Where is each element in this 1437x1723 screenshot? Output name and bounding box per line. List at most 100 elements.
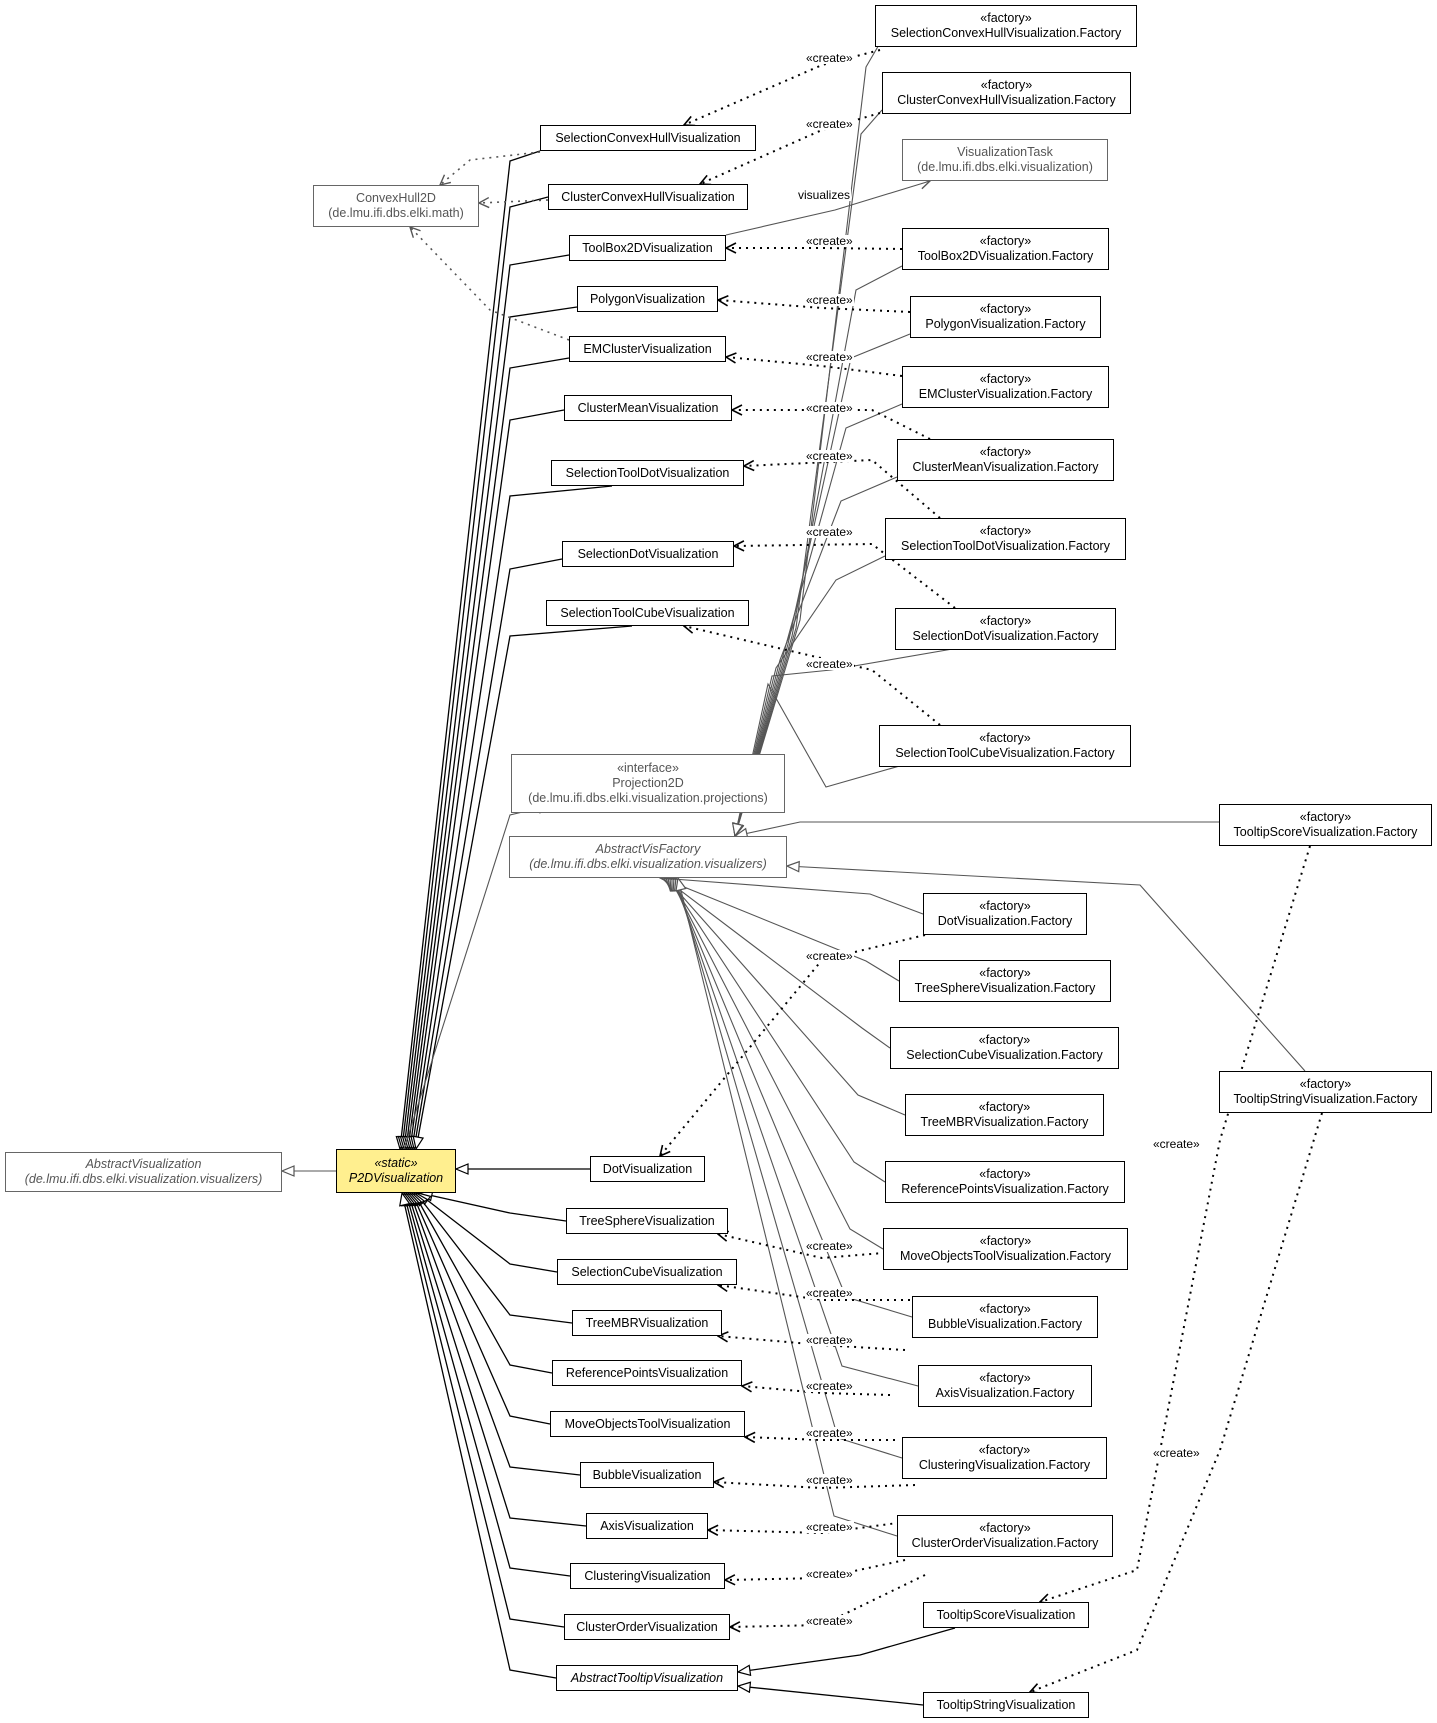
class-selection-convex-hull-visualization[interactable]: SelectionConvexHullVisualization (540, 125, 756, 151)
class-cluster-order-visualization[interactable]: ClusterOrderVisualization (564, 1614, 730, 1640)
class-tooltip-score-visualization[interactable]: TooltipScoreVisualization (923, 1602, 1089, 1628)
class-name: AbstractTooltipVisualization (570, 1670, 724, 1685)
class-clustering-visualization[interactable]: ClusteringVisualization (570, 1563, 725, 1589)
factory-reference-points[interactable]: «factory» ReferencePointsVisualization.F… (885, 1161, 1125, 1203)
generalization-edge (735, 476, 898, 836)
class-name: ToolBox2DVisualization (582, 240, 713, 255)
generalization-edge (404, 254, 570, 1149)
class-bubble-visualization[interactable]: BubbleVisualization (580, 1462, 714, 1488)
create-label: «create» (805, 293, 854, 307)
generalization-edge (678, 878, 898, 1537)
create-label: «create» (805, 1614, 854, 1628)
factory-cluster-order[interactable]: «factory» ClusterOrderVisualization.Fact… (897, 1515, 1113, 1557)
generalization-edge (660, 878, 924, 915)
class-selection-dot-visualization[interactable]: SelectionDotVisualization (562, 541, 734, 567)
class-selection-cube-visualization[interactable]: SelectionCubeVisualization (557, 1259, 737, 1285)
create-label: «create» (805, 1379, 854, 1393)
factory-name: TreeSphereVisualization.Factory (914, 981, 1096, 995)
generalization-edge (735, 42, 881, 836)
factory-dot[interactable]: «factory» DotVisualization.Factory (923, 893, 1087, 935)
factory-tooltip-string[interactable]: «factory» TooltipStringVisualization.Fac… (1219, 1071, 1432, 1113)
create-dependency-edge (732, 410, 931, 440)
factory-selection-dot[interactable]: «factory» SelectionDotVisualization.Fact… (895, 608, 1116, 650)
create-label: «create» (1152, 1446, 1201, 1460)
factory-cluster-convex-hull[interactable]: «factory» ClusterConvexHullVisualization… (882, 72, 1131, 114)
class-selection-tool-dot-visualization[interactable]: SelectionToolDotVisualization (551, 460, 744, 486)
class-cluster-convex-hull-visualization[interactable]: ClusterConvexHullVisualization (548, 184, 748, 210)
class-package: (de.lmu.ifi.dbs.elki.visualization.visua… (529, 857, 767, 871)
class-reference-points-visualization[interactable]: ReferencePointsVisualization (552, 1360, 742, 1386)
class-p2d-visualization[interactable]: «static» P2DVisualization (336, 1149, 456, 1193)
class-cluster-mean-visualization[interactable]: ClusterMeanVisualization (564, 395, 732, 421)
create-label: «create» (805, 51, 854, 65)
factory-stereotype: «factory» (1299, 810, 1352, 824)
create-label: «create» (805, 949, 854, 963)
class-name: DotVisualization (602, 1161, 693, 1176)
class-name: Projection2D (612, 776, 684, 790)
class-dot-visualization[interactable]: DotVisualization (590, 1156, 705, 1182)
class-tooltip-string-visualization[interactable]: TooltipStringVisualization (923, 1692, 1089, 1718)
class-polygon-visualization[interactable]: PolygonVisualization (577, 286, 718, 312)
generalization-edge (408, 1193, 587, 1527)
class-convex-hull-2d[interactable]: ConvexHull2D (de.lmu.ifi.dbs.elki.math) (313, 185, 479, 227)
factory-name: ClusterConvexHullVisualization.Factory (897, 93, 1116, 107)
class-toolbox2d-visualization[interactable]: ToolBox2DVisualization (569, 235, 726, 261)
create-label: «create» (805, 1333, 854, 1347)
factory-selection-cube[interactable]: «factory» SelectionCubeVisualization.Fac… (890, 1027, 1119, 1069)
class-selection-tool-cube-visualization[interactable]: SelectionToolCubeVisualization (546, 600, 749, 626)
factory-cluster-mean[interactable]: «factory» ClusterMeanVisualization.Facto… (897, 439, 1114, 481)
class-axis-visualization[interactable]: AxisVisualization (586, 1513, 708, 1539)
class-tree-sphere-visualization[interactable]: TreeSphereVisualization (566, 1208, 728, 1234)
generalization-edge (408, 357, 570, 1149)
create-label: «create» (805, 350, 854, 364)
factory-tree-sphere[interactable]: «factory» TreeSphereVisualization.Factor… (899, 960, 1111, 1002)
class-package: (de.lmu.ifi.dbs.elki.math) (328, 206, 464, 220)
class-abstract-tooltip-visualization[interactable]: AbstractTooltipVisualization (556, 1665, 738, 1691)
class-visualization-task[interactable]: VisualizationTask (de.lmu.ifi.dbs.elki.v… (902, 139, 1108, 181)
dependency-edge (410, 227, 570, 341)
factory-bubble[interactable]: «factory» BubbleVisualization.Factory (912, 1296, 1098, 1338)
create-label: «create» (805, 1426, 854, 1440)
factory-tree-mbr[interactable]: «factory» TreeMBRVisualization.Factory (905, 1094, 1104, 1136)
factory-stereotype: «factory» (979, 731, 1031, 745)
class-move-objects-tool-visualization[interactable]: MoveObjectsToolVisualization (550, 1411, 745, 1437)
factory-axis[interactable]: «factory» AxisVisualization.Factory (918, 1365, 1092, 1407)
factory-selection-convex-hull[interactable]: «factory» SelectionConvexHullVisualizati… (875, 5, 1137, 47)
class-name: ConvexHull2D (356, 191, 436, 205)
dependency-edge (440, 151, 541, 185)
factory-selection-tool-cube[interactable]: «factory» SelectionToolCubeVisualization… (879, 725, 1131, 767)
class-stereotype: «interface» (617, 761, 679, 775)
factory-stereotype: «factory» (979, 1234, 1032, 1248)
factory-move-objects-tool[interactable]: «factory» MoveObjectsToolVisualization.F… (883, 1228, 1128, 1270)
create-dependency-edge (718, 1285, 910, 1301)
class-name: AbstractVisualization (85, 1157, 202, 1171)
create-label: «create» (805, 1286, 854, 1300)
class-abstract-vis-factory[interactable]: AbstractVisFactory (de.lmu.ifi.dbs.elki.… (509, 836, 787, 878)
factory-tooltip-score[interactable]: «factory» TooltipScoreVisualization.Fact… (1219, 804, 1432, 846)
factory-name: SelectionToolDotVisualization.Factory (901, 539, 1110, 553)
class-em-cluster-visualization[interactable]: EMClusterVisualization (569, 336, 726, 362)
class-abstract-visualization[interactable]: AbstractVisualization (de.lmu.ifi.dbs.el… (5, 1152, 282, 1192)
create-label: «create» (805, 525, 854, 539)
factory-toolbox2d[interactable]: «factory» ToolBox2DVisualization.Factory (902, 228, 1109, 270)
create-dependency-edge (742, 1386, 891, 1396)
factory-em-cluster[interactable]: «factory» EMClusterVisualization.Factory (902, 366, 1109, 408)
factory-selection-tool-dot[interactable]: «factory» SelectionToolDotVisualization.… (885, 518, 1126, 560)
generalization-edge (418, 1193, 558, 1273)
factory-stereotype: «factory» (980, 11, 1032, 25)
visualizes-label: visualizes (797, 188, 852, 202)
generalization-edge (420, 1193, 567, 1222)
generalization-edge (738, 1627, 956, 1672)
generalization-edge (406, 306, 578, 1149)
class-tree-mbr-visualization[interactable]: TreeMBRVisualization (572, 1310, 722, 1336)
factory-name: DotVisualization.Factory (937, 914, 1073, 928)
factory-stereotype: «factory» (979, 1167, 1031, 1181)
factory-clustering[interactable]: «factory» ClusteringVisualization.Factor… (902, 1437, 1107, 1479)
factory-polygon[interactable]: «factory» PolygonVisualization.Factory (910, 296, 1101, 338)
class-name: SelectionConvexHullVisualization (555, 130, 741, 145)
class-name: AxisVisualization (600, 1518, 694, 1533)
interface-projection2d[interactable]: «interface» Projection2D (de.lmu.ifi.dbs… (511, 754, 785, 813)
generalization-edge (404, 1193, 565, 1628)
create-dependency-edge (730, 1574, 926, 1627)
class-name: P2DVisualization (348, 1171, 444, 1185)
